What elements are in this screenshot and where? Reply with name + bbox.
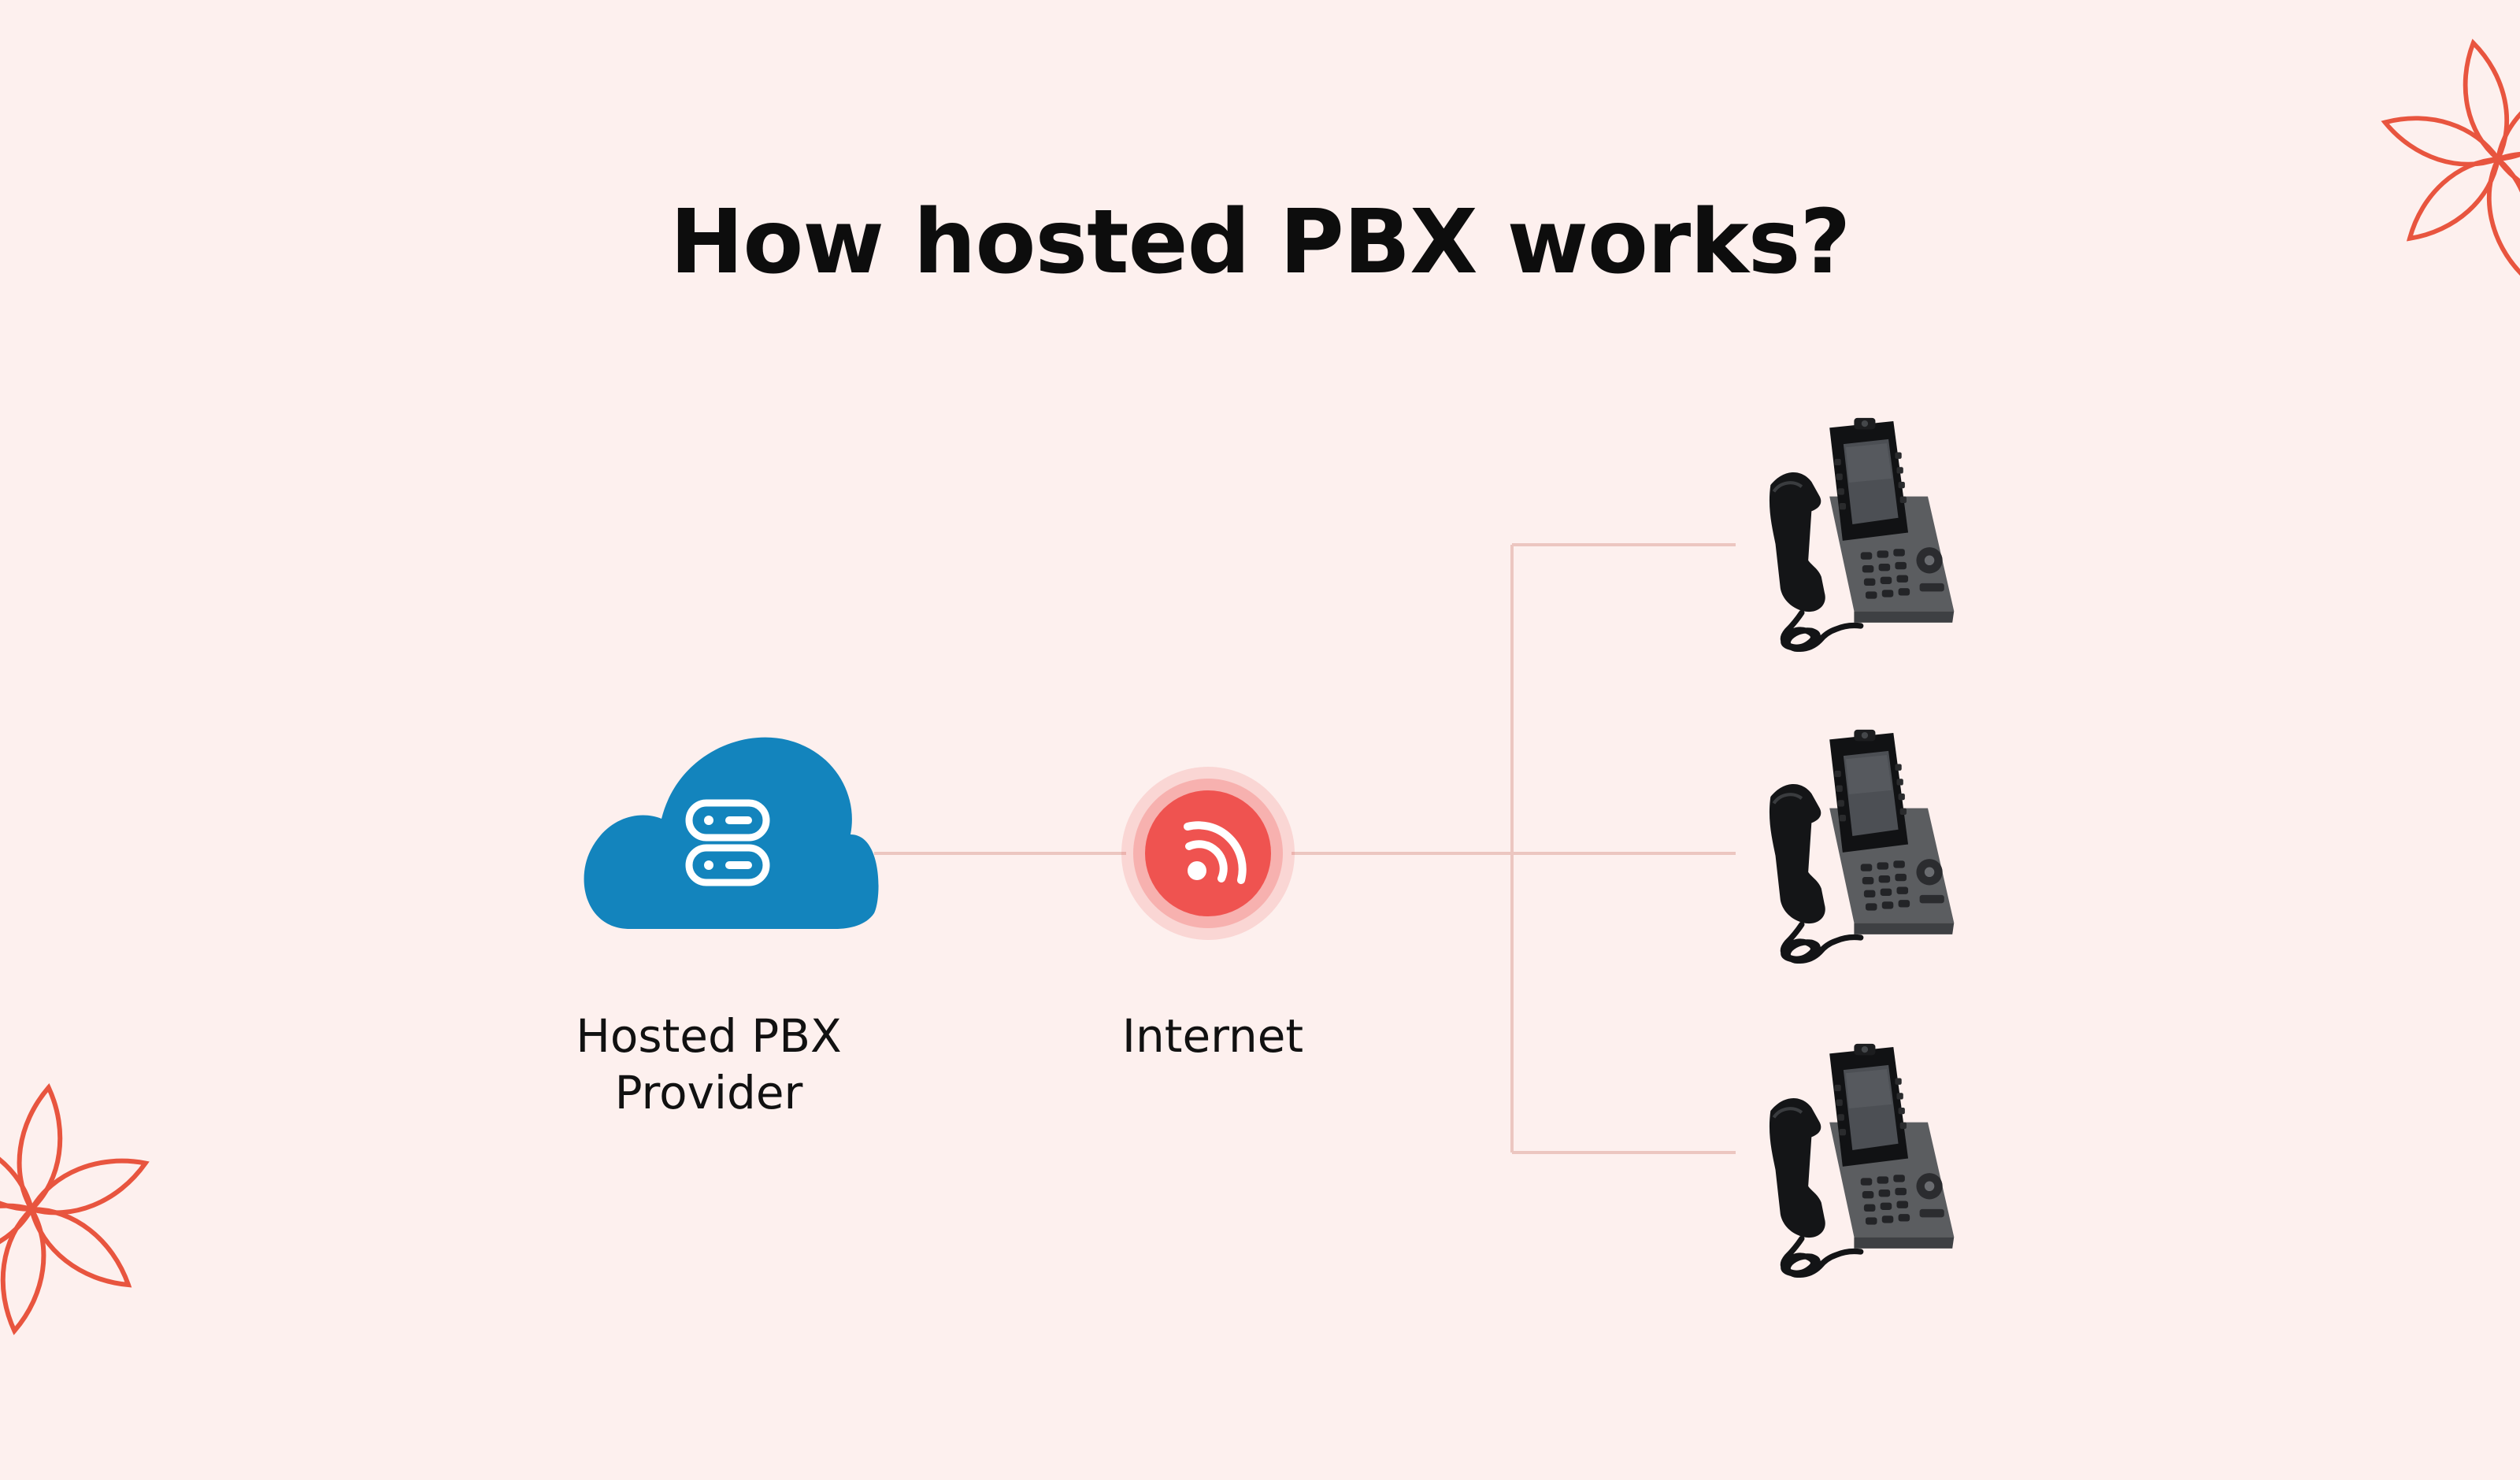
internet-label: Internet [1024,1008,1402,1064]
wifi-icon [1121,767,1295,940]
provider-label-line-1: Hosted PBX [576,1009,842,1063]
cloud-server-icon [584,737,879,929]
desk-phone-icon [1770,1044,1954,1275]
diagram-title: How hosted PBX works? [669,191,1851,294]
desk-phone-icon [1770,418,1954,649]
provider-label-line-2: Provider [614,1066,803,1119]
desk-phone-icon [1770,730,1954,961]
internet-label-text: Internet [1121,1009,1304,1063]
provider-label: Hosted PBX Provider [488,1008,929,1121]
connector-lines [874,543,1736,1154]
decorative-flower-bottom-left [0,1071,164,1347]
